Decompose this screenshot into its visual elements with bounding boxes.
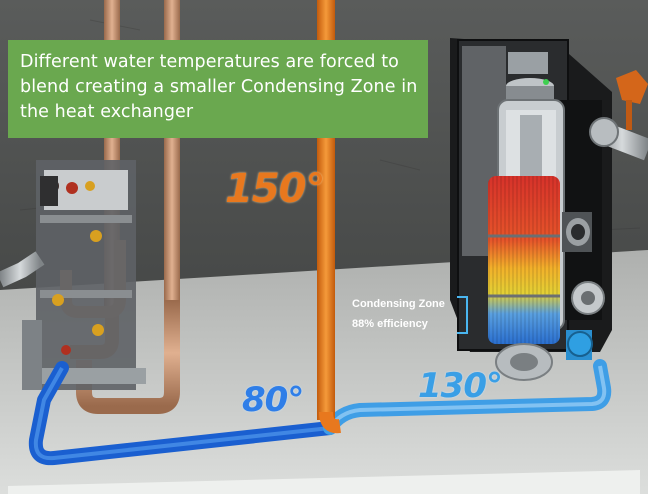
orange-bracket-rod: [626, 100, 632, 130]
banner-text: Different water temperatures are forced …: [20, 52, 418, 122]
left-boiler-unit: [22, 160, 146, 390]
condensing-zone-efficiency: 88% efficiency: [352, 318, 428, 330]
mixed-return-pipe-highlight: [328, 365, 607, 430]
base-plate: [8, 470, 640, 494]
condensing-zone-bracket: [457, 296, 468, 334]
condensing-zone-label: Condensing Zone: [352, 298, 445, 310]
hot-supply-temperature: 150°: [225, 166, 325, 212]
right-flange: [589, 117, 619, 147]
heat-exchanger-unit: [450, 38, 612, 381]
cold-return-temperature: 80°: [242, 380, 304, 420]
orange-bracket: [616, 70, 648, 104]
copper-loop-front: [76, 300, 180, 414]
mixed-return-temperature: 130°: [418, 366, 503, 406]
left-gray-pipe: [0, 251, 45, 288]
hot-supply-elbow: [319, 411, 341, 434]
info-banner: Different water temperatures are forced …: [8, 40, 428, 138]
cold-return-pipe-highlight: [33, 367, 331, 461]
